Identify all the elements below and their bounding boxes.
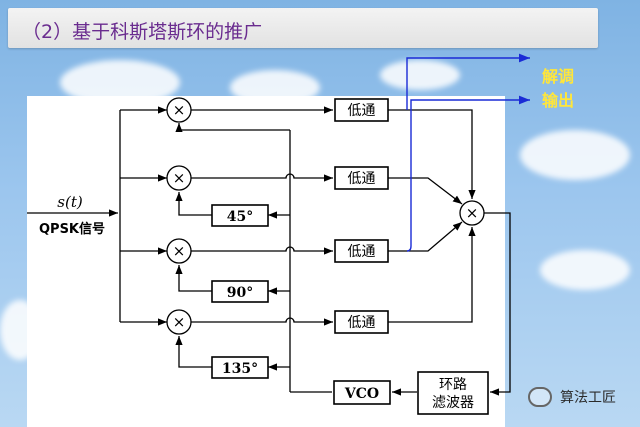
phase-shift-box-135 (211, 356, 269, 379)
multiplier-symbol: × (466, 204, 479, 222)
shift-feed (175, 336, 212, 368)
multiplier-3 (166, 238, 192, 264)
phase-shift-label: 90° (227, 285, 253, 301)
watermark: 算法工匠 (528, 387, 616, 407)
lpf-to-mult-wire (388, 177, 463, 205)
phase-shift-box-45 (211, 204, 269, 227)
cloud (520, 130, 630, 180)
shift-feed (175, 192, 212, 216)
output-wire-i (406, 53, 530, 110)
slide-title: （2）基于科斯塔斯环的推广 (22, 21, 263, 43)
lowpass-label: 低通 (348, 103, 376, 119)
lowpass-label: 低通 (348, 315, 376, 331)
lowpass-box-3 (334, 239, 389, 263)
wechat-icon (528, 387, 552, 407)
lowpass-box-2 (334, 166, 389, 190)
mult-to-lpf-wire (191, 317, 333, 326)
multiplier-4 (166, 309, 192, 335)
output-label-line2: 输出 (542, 91, 574, 110)
loop-filter-label-line1: 环路 (439, 377, 467, 393)
vco-label: VCO (344, 386, 379, 402)
lpf-to-mult-wire (388, 109, 476, 199)
input-type-label: QPSK信号 (39, 221, 105, 237)
lowpass-box-4 (334, 310, 389, 334)
shift-feed (175, 265, 212, 292)
loop-filter-label-line2: 滤波器 (432, 395, 474, 411)
multiplier-final (459, 200, 485, 226)
phase-shift-label: 45° (227, 209, 253, 225)
mult-to-lpf-wire (191, 246, 333, 255)
input-signal-label: s(t) (57, 193, 83, 211)
phase-shift-box-90 (211, 280, 269, 303)
lowpass-box-1 (334, 98, 389, 122)
phase-shift-label: 135° (222, 361, 258, 377)
watermark-text: 算法工匠 (560, 390, 616, 406)
multiplier-symbol: × (173, 101, 186, 119)
lowpass-label: 低通 (348, 171, 376, 187)
multiplier-1 (166, 97, 192, 123)
mult-to-lpf-wire (191, 173, 333, 182)
lpf-to-mult-wire (388, 227, 476, 323)
output-wire-q (406, 95, 530, 252)
multiplier-2 (166, 165, 192, 191)
multiplier-symbol: × (173, 242, 186, 260)
loop-filter-box (417, 371, 489, 415)
title-bar: （2）基于科斯塔斯环的推广 (8, 8, 598, 48)
cloud (540, 250, 630, 290)
cloud (380, 60, 460, 90)
lowpass-label: 低通 (348, 244, 376, 260)
multiplier-symbol: × (173, 313, 186, 331)
feedback-wire (484, 212, 511, 396)
lpf-to-mult-wire (388, 221, 463, 252)
multiplier-symbol: × (173, 169, 186, 187)
output-label-line1: 解调 (542, 67, 574, 86)
vco-box (333, 380, 391, 405)
